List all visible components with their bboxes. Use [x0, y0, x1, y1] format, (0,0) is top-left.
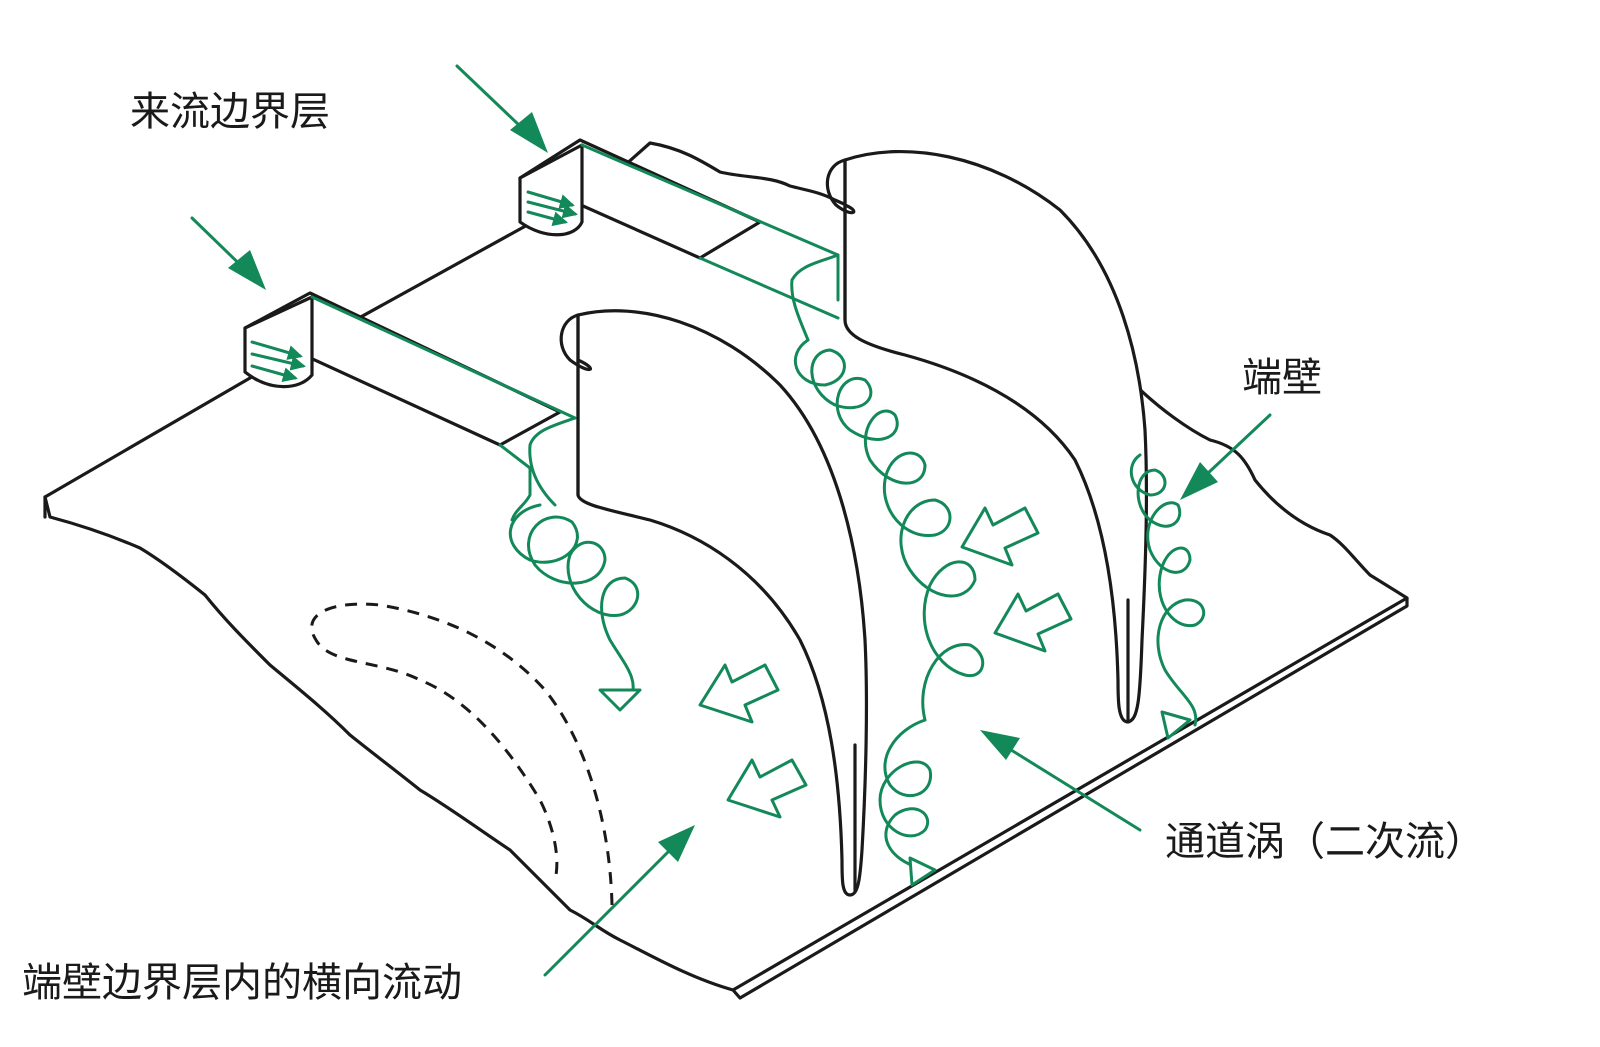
- label-endwall: 端壁: [1242, 355, 1322, 401]
- label-endwall-crossflow: 端壁边界层内的横向流动: [22, 960, 462, 1006]
- turbine-blade-back: [825, 150, 1149, 724]
- label-passage-vortex: 通道涡（二次流）: [1165, 819, 1485, 865]
- passage-vortex-pointer-arrow: [993, 738, 1142, 832]
- label-inflow-boundary-layer: 来流边界层: [130, 89, 330, 135]
- passage-vortex-spiral-2: [793, 338, 985, 887]
- passage-vortex-spiral-3: [1129, 453, 1206, 740]
- turbine-blade-front: [559, 309, 869, 897]
- inflow-boundary-layer-block-upper: [518, 138, 840, 320]
- inflow-arrowhead-lower: [228, 250, 266, 290]
- horseshoe-vortex-split-back: [790, 253, 840, 342]
- crossflow-arrows: [698, 506, 1073, 819]
- inflow-arrowhead-upper: [510, 112, 548, 153]
- passage-vortex-spiral-1: [508, 503, 642, 712]
- horseshoe-vortex-split-front: [528, 416, 577, 507]
- crossflow-pointer-arrow: [543, 833, 687, 977]
- inflow-boundary-layer-block-lower: [243, 291, 577, 470]
